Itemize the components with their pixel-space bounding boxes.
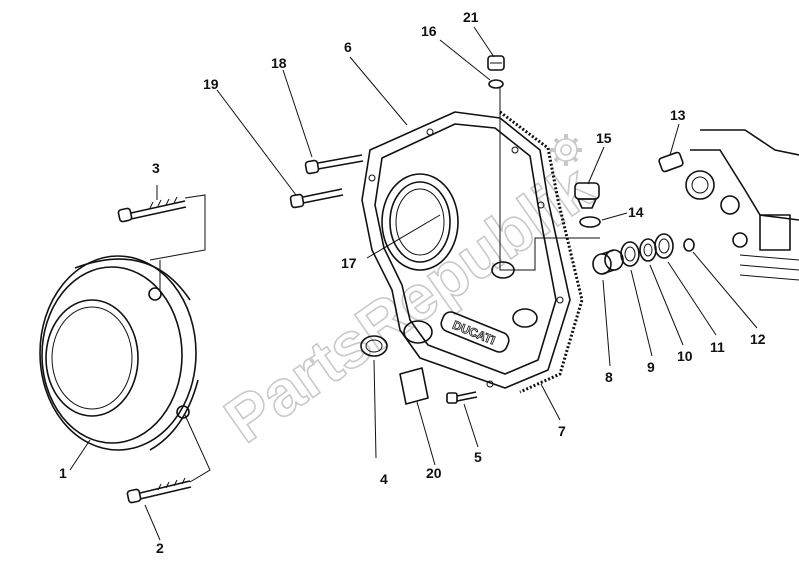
- ring-9: [620, 241, 640, 267]
- plate: [399, 367, 429, 405]
- bushing-8: [592, 249, 624, 275]
- screw-18: [304, 154, 364, 175]
- callout-1: 1: [59, 465, 67, 481]
- callout-18: 18: [271, 55, 287, 71]
- callout-19: 19: [203, 76, 219, 92]
- watermark-gear-icon: [550, 134, 582, 166]
- screw-3: [117, 196, 187, 223]
- callout-4: 4: [380, 471, 388, 487]
- screw-19: [289, 188, 344, 209]
- callout-6: 6: [344, 39, 352, 55]
- callout-12: 12: [750, 331, 766, 347]
- callout-11: 11: [710, 339, 725, 355]
- screw-5: [446, 391, 478, 404]
- callout-10: 10: [677, 348, 693, 364]
- o-ring-12: [683, 238, 695, 252]
- filler-cap: [574, 182, 600, 209]
- washer-16: [488, 79, 504, 89]
- callout-13: 13: [670, 107, 686, 123]
- o-ring-14: [579, 216, 601, 228]
- callout-7: 7: [558, 423, 566, 439]
- callout-3: 3: [152, 160, 160, 176]
- callout-20: 20: [426, 465, 442, 481]
- callout-17: 17: [341, 255, 357, 271]
- callout-5: 5: [474, 449, 482, 465]
- callout-14: 14: [628, 204, 644, 220]
- callout-15: 15: [596, 130, 612, 146]
- callout-21: 21: [463, 9, 479, 25]
- clutch-cover: [39, 255, 199, 451]
- callout-9: 9: [647, 359, 655, 375]
- oil-seal: [360, 335, 388, 357]
- callout-8: 8: [605, 369, 613, 385]
- callout-16: 16: [421, 23, 437, 39]
- gasket: [499, 110, 584, 394]
- plug-21: [487, 55, 505, 71]
- leader-lines: [69, 26, 758, 541]
- callout-labels: 1 2 3 4 5 6 7 8 9 10 11 12 13 14 15 16 1…: [59, 9, 766, 556]
- engine-casing: [685, 129, 799, 281]
- screw-2: [126, 477, 192, 504]
- ring-10: [639, 238, 657, 262]
- sleeve-13: [658, 151, 684, 173]
- ring-11: [654, 233, 674, 259]
- callout-2: 2: [156, 540, 164, 556]
